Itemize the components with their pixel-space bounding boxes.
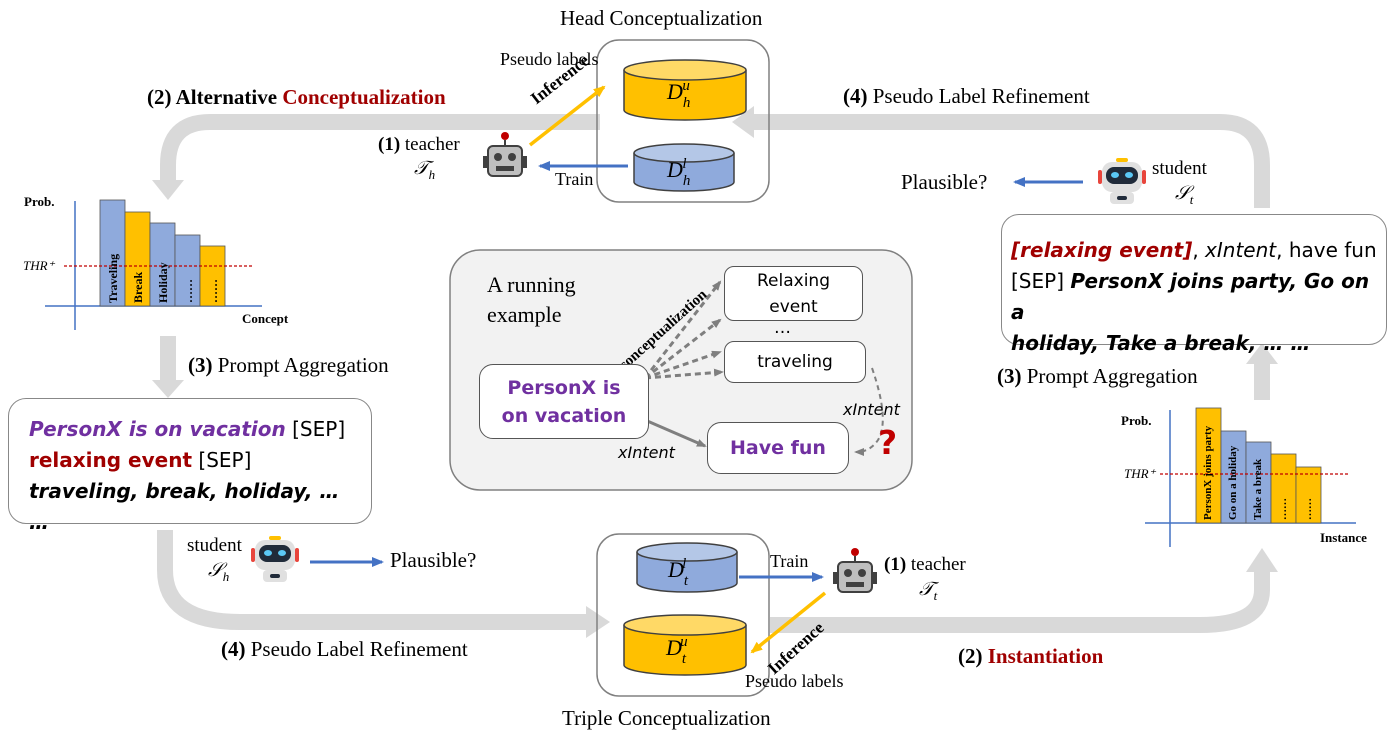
right-prompt-box: [relaxing event], xIntent, have fun [SEP… [1001,214,1387,355]
left-chart-ylabel: Prob. [24,194,55,209]
bar-label-2: Take a break [1252,458,1264,520]
head-title: Head Conceptualization [560,6,763,30]
right-chart-xlabel: Instance [1320,530,1367,545]
head-unlabeled-db-label: Dhu [667,78,691,111]
bar-label-0: PersonX joins party [1202,425,1214,520]
bar-1 [1220,430,1247,524]
teacher-t-label: (1) teacher [884,554,966,575]
left-chart-threshold: THR⁺ [23,258,55,273]
head-group [596,39,770,203]
triple-train-label: Train [770,551,809,571]
bar-label-4: …… [205,279,220,303]
left-chart [45,199,262,330]
triple-unlabeled-db-label: Dtu [666,634,688,667]
left-chart-xlabel: Concept [242,311,289,326]
student-h-label: student [187,535,242,556]
student-h-symbol: 𝒮h [208,560,230,584]
node-have-fun: Have fun [707,422,849,474]
bar-label-4: …… [1302,498,1314,520]
xintent-bottom: xIntent [618,443,675,462]
question-mark: ? [878,423,898,462]
bar-label-0: Traveling [105,253,120,303]
instantiation-step: (2) Instantiation [958,644,1104,668]
head-pseudo-labels: Pseudo labels [500,49,599,69]
head-labeled-db [633,153,735,192]
bar-label-1: Go on a holiday [1227,445,1239,520]
triple-labeled-db [636,552,738,593]
bar-label-3: …… [1277,498,1289,520]
teacher-t-symbol: 𝒯t [919,579,938,603]
head-refine-step: (4) Pseudo Label Refinement [843,84,1090,108]
left-prompt-text: PersonX is on vacation [SEP] relaxing ev… [29,417,346,534]
student-t-symbol: 𝒮t [1175,183,1194,207]
bar-label-1: Break [130,271,145,303]
left-plausible: Plausible? [390,548,477,572]
student-h-robot-icon [251,536,299,582]
teacher-h-robot-icon [482,131,528,177]
left-prompt-step: (3) Prompt Aggregation [188,353,389,377]
teacher-h-label: (1) teacher [378,134,460,155]
triple-unlabeled-db [623,625,747,676]
triple-pseudo-labels: Pseudo labels [745,671,844,691]
right-prompt-step: (3) Prompt Aggregation [997,364,1198,388]
bar-2 [1245,441,1272,524]
bar-4 [1295,466,1322,524]
teacher-h-symbol: 𝒯h [414,158,436,182]
right-chart [1145,407,1356,547]
left-prompt-box: PersonX is on vacation [SEP] relaxing ev… [8,398,372,534]
head-labeled-db-label: Dhl [667,156,691,189]
right-chart-threshold: THR⁺ [1124,466,1156,481]
node-ellipsis: … [774,318,791,338]
bar-1 [124,211,151,307]
student-t-robot-icon [1098,158,1146,204]
bar-label-3: …… [180,279,195,303]
right-plausible: Plausible? [901,170,988,194]
xintent-right: xIntent [843,400,900,419]
right-prompt-text: [relaxing event], xIntent, have fun [SEP… [1011,238,1377,355]
triple-title: Triple Conceptualization [562,706,771,730]
bar-label-2: Holiday [155,262,170,303]
node-traveling: traveling [724,341,866,383]
head-unlabeled-db [623,70,747,121]
triple-labeled-db-label: Dtl [668,556,689,589]
bar-0 [1195,407,1222,524]
teacher-t-robot-icon [832,547,878,593]
bar-4 [199,245,226,307]
student-t-label: student [1152,158,1207,179]
triple-refine-step: (4) Pseudo Label Refinement [221,637,468,661]
head-train-label: Train [555,169,594,189]
right-chart-ylabel: Prob. [1121,413,1152,428]
bar-3 [174,234,201,307]
triple-group [596,533,770,697]
alt-conceptualization-step: (2) Alternative Conceptualization [147,85,446,109]
